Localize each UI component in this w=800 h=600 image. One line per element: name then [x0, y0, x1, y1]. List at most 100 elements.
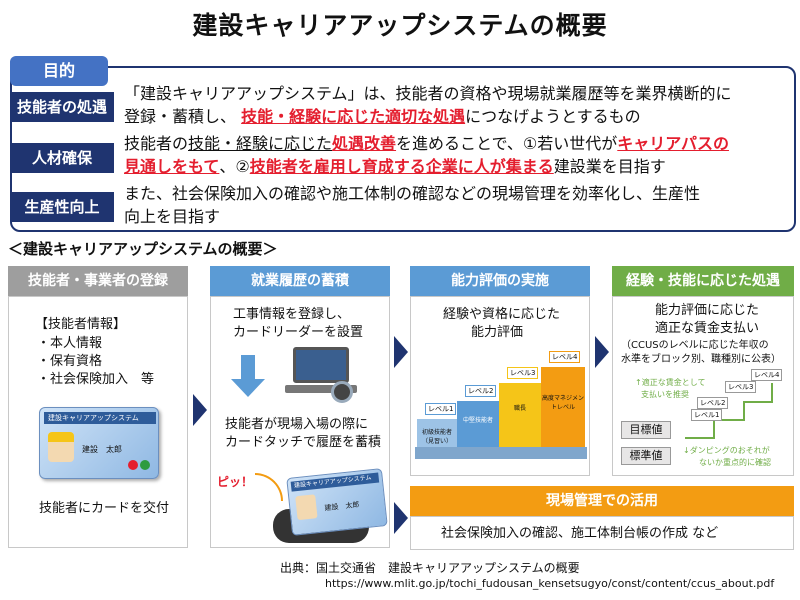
- site-management-text: 社会保険加入の確認、施工体制台帳の作成 など: [441, 526, 719, 541]
- treatment-text: 適正な賃金支払い: [655, 321, 760, 336]
- row-text: 向上を目指す: [124, 207, 221, 226]
- laptop-icon: [293, 347, 349, 383]
- row-text: を進めることで、①若い世代が: [396, 134, 618, 153]
- level-badge: レベル1: [425, 403, 457, 415]
- history-text: カードタッチで履歴を蓄積: [225, 435, 382, 450]
- target-value-box: 目標値: [621, 421, 671, 439]
- row-label-treatment: 技能者の処遇: [10, 92, 114, 122]
- info-item: ・社会保険加入 等: [37, 372, 155, 387]
- tier-block: 中堅技能者: [457, 401, 499, 447]
- row-text-treatment: 「建設キャリアアップシステム」は、技能者の資格や現場就業履歴等を業界横断的に 登…: [124, 82, 794, 128]
- stair-line: [743, 401, 745, 421]
- highlight-text: 技能・経験に応じた適切な処遇: [241, 107, 466, 126]
- info-item: ・保有資格: [37, 354, 103, 369]
- flow-arrow-icon: [595, 336, 609, 368]
- beep-text: ピッ！: [217, 475, 254, 489]
- dumping-note: ないか重点的に確認: [699, 458, 771, 467]
- row-text: 、②: [219, 157, 250, 176]
- tier-label: 高度マネジメントレベル: [541, 395, 584, 411]
- stair-line: [713, 419, 715, 439]
- row-text: 登録・蓄積し、: [124, 107, 237, 126]
- stair-line: [713, 419, 745, 421]
- treatment-note: （CCUSのレベルに応じた年収の: [621, 340, 769, 351]
- column-caption: 技能者にカードを交付: [39, 501, 170, 516]
- source-citation: 出典：国土交通省 建設キャリアアップシステムの概要: [280, 561, 580, 575]
- level-badge: レベル2: [697, 397, 729, 409]
- row-text: 「建設キャリアアップシステム」は、技能者の資格や現場就業履歴等を業界横断的に: [124, 84, 732, 103]
- tier-label: 初級技能者（見習い）: [421, 429, 452, 445]
- tier-block: 職長: [499, 383, 541, 447]
- highlight-text: キャリアパスの: [617, 134, 729, 153]
- chip-icon: [140, 460, 150, 470]
- card-title: 建設キャリアアップシステム: [290, 472, 380, 492]
- info-title: 【技能者情報】: [35, 317, 127, 332]
- highlight-text: 処遇改善: [332, 134, 397, 153]
- underlined-text: 技能・経験に応じた: [188, 134, 333, 153]
- row-label-productivity: 生産性向上: [10, 192, 114, 222]
- standard-value-box: 標準値: [621, 447, 671, 465]
- id-card-image: 建設キャリアアップシステム 建設 太郎: [286, 468, 388, 536]
- row-text-recruitment: 技能者の技能・経験に応じた処遇改善を進めることで、①若い世代がキャリアパスの 見…: [124, 132, 794, 178]
- column-body-registration: 【技能者情報】 ・本人情報 ・保有資格 ・社会保険加入 等 建設キャリアアップシ…: [8, 296, 188, 548]
- worker-photo-icon: [295, 494, 318, 521]
- purpose-tab: 目的: [10, 56, 108, 86]
- stair-line: [771, 383, 773, 403]
- worker-photo-icon: [48, 432, 74, 462]
- row-text: 技能者の: [124, 134, 189, 153]
- card-reader-icon: [331, 381, 353, 403]
- column-body-evaluation: 経験や資格に応じた 能力評価 初級技能者（見習い） 中堅技能者 職長 高度マネジ…: [410, 296, 590, 476]
- tier-block: 高度マネジメントレベル: [541, 367, 585, 447]
- card-title: 建設キャリアアップシステム: [44, 412, 156, 424]
- level-badge: レベル4: [751, 369, 783, 381]
- pyramid-base: [415, 447, 587, 459]
- card-name: 建設 太郎: [324, 500, 360, 513]
- column-header-history: 就業履歴の蓄積: [210, 266, 390, 296]
- overview-heading: ＜建設キャリアアップシステムの概要＞: [8, 240, 278, 258]
- stair-line: [685, 437, 715, 439]
- treatment-text: 能力評価に応じた: [655, 303, 760, 318]
- dumping-note: ↓ダンピングのおそれが: [683, 446, 770, 455]
- row-text: につなげようとするもの: [465, 107, 641, 126]
- info-item: ・本人情報: [37, 336, 103, 351]
- row-text-productivity: また、社会保険加入の確認や施工体制の確認などの現場管理を効率化し、生産性 向上を…: [124, 182, 794, 228]
- evaluation-text: 経験や資格に応じた: [443, 307, 561, 322]
- down-arrow-head-icon: [231, 379, 265, 397]
- flow-arrow-icon: [193, 394, 207, 426]
- stair-line: [743, 401, 773, 403]
- row-text: また、社会保険加入の確認や施工体制の確認などの現場管理を効率化し、生産性: [124, 184, 701, 203]
- tier-block: 初級技能者（見習い）: [417, 419, 457, 447]
- id-card-image: 建設キャリアアップシステム 建設 太郎: [39, 407, 159, 479]
- purpose-panel: [10, 66, 796, 232]
- column-body-site-management: 社会保険加入の確認、施工体制台帳の作成 など: [410, 516, 794, 550]
- column-header-site-management: 現場管理での活用: [410, 486, 794, 516]
- level-badge: レベル4: [549, 351, 581, 363]
- level-badge: レベル2: [465, 385, 497, 397]
- column-header-registration: 技能者・事業者の登録: [8, 266, 188, 296]
- history-text: 工事情報を登録し、: [233, 307, 351, 322]
- treatment-note: 水準をブロック別、職種別に公表）: [621, 354, 781, 365]
- tier-label: 職長: [513, 405, 526, 412]
- column-body-history: 工事情報を登録し、 カードリーダーを設置 技能者が現場入場の際に カードタッチで…: [210, 296, 390, 548]
- row-text: 建設業を目指す: [553, 157, 666, 176]
- highlight-text: 技能者を雇用し育成する企業に人が集まる: [249, 157, 554, 176]
- row-label-recruitment: 人材確保: [10, 143, 114, 173]
- tier-label: 中堅技能者: [462, 417, 493, 424]
- laptop-base-icon: [285, 385, 357, 393]
- source-url: https://www.mlit.go.jp/tochi_fudousan_ke…: [325, 577, 775, 590]
- level-badge: レベル1: [691, 409, 723, 421]
- level-badge: レベル3: [725, 381, 757, 393]
- flow-arrow-icon: [394, 336, 408, 368]
- recommend-note: ↑適正な賃金として: [635, 378, 706, 387]
- chip-icon: [128, 460, 138, 470]
- column-header-treatment: 経験・技能に応じた処遇: [612, 266, 794, 296]
- flow-arrow-icon: [394, 502, 408, 534]
- recommend-note: 支払いを推奨: [641, 390, 689, 399]
- card-name: 建設 太郎: [82, 445, 122, 454]
- column-header-evaluation: 能力評価の実施: [410, 266, 590, 296]
- level-badge: レベル3: [507, 367, 539, 379]
- signal-waves-icon: [255, 473, 283, 501]
- history-text: 技能者が現場入場の際に: [225, 417, 369, 432]
- column-body-treatment: 能力評価に応じた 適正な賃金支払い （CCUSのレベルに応じた年収の 水準をブロ…: [612, 296, 794, 476]
- history-text: カードリーダーを設置: [233, 325, 364, 340]
- down-arrow-icon: [241, 355, 255, 379]
